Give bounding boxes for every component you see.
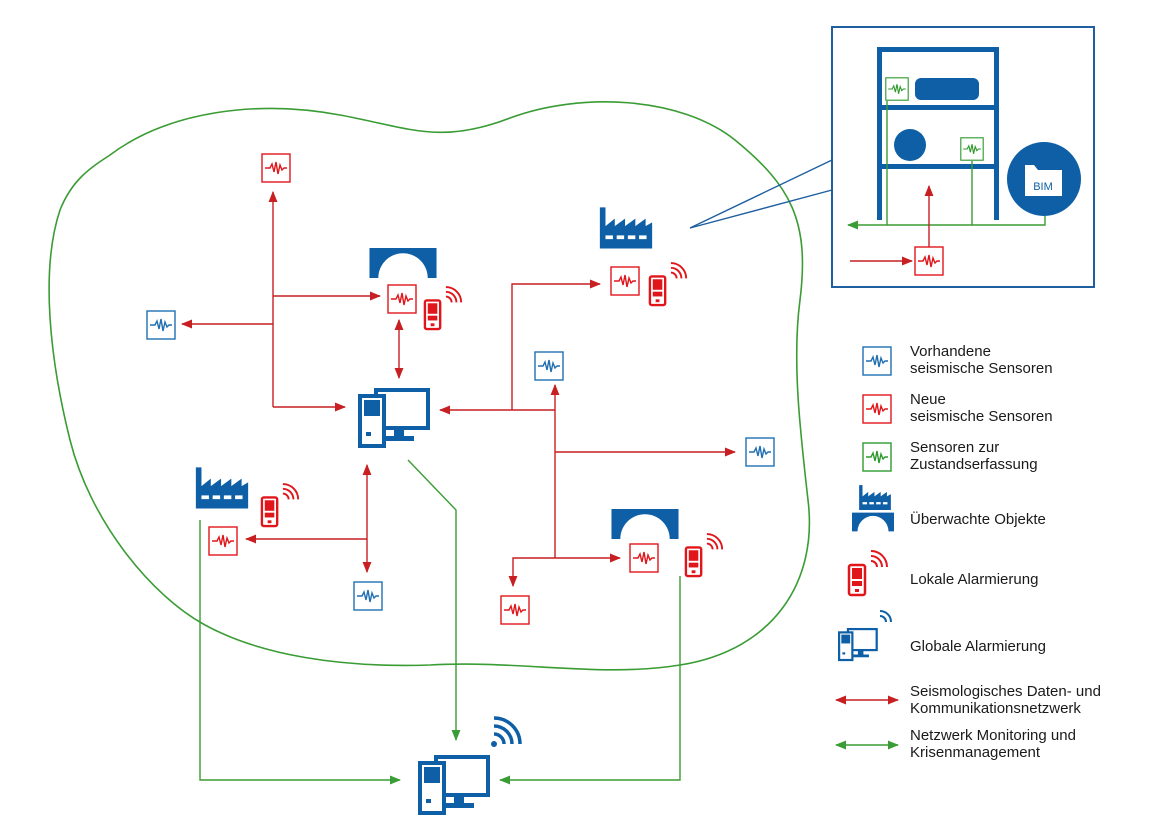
legend-label: Netzwerk Monitoring und	[910, 727, 1076, 744]
legend-label: seismische Sensoren	[910, 408, 1053, 425]
legend-label: Vorhandene	[910, 343, 991, 360]
bridge-icon	[369, 248, 437, 278]
legend-existing-sensor-icon	[862, 346, 892, 376]
legend-wifi-icon	[879, 610, 892, 623]
legend-new-sensor-icon	[862, 394, 892, 424]
inset-panel: BIM	[831, 26, 1095, 288]
factory-icon	[195, 467, 249, 509]
factory-icon	[599, 207, 653, 249]
computer-alarm-icon	[358, 388, 430, 448]
existing-sensor-icon	[534, 351, 564, 381]
bridge-icon	[611, 509, 679, 539]
legend-global-alarm: Globale Alarmierung	[910, 638, 1046, 655]
phone-alarm-icon	[423, 286, 463, 331]
legend-factory-icon	[859, 485, 891, 511]
new-sensor-icon	[387, 284, 417, 314]
legend-monitoring-network: Netzwerk Monitoring und Krisenmanagement	[910, 727, 1076, 761]
phone-alarm-icon	[648, 262, 688, 307]
existing-sensor-icon	[146, 310, 176, 340]
existing-sensor-icon	[745, 437, 775, 467]
new-sensor-icon	[500, 595, 530, 625]
legend-label: Neue	[910, 391, 946, 408]
condition-sensor-icon	[960, 137, 984, 161]
region-boundary	[48, 101, 811, 671]
seismic-network	[180, 190, 737, 588]
new-sensor-icon	[208, 526, 238, 556]
callout-line	[689, 159, 833, 229]
legend-computer-alarm-icon	[838, 627, 878, 662]
existing-sensor-icon	[353, 581, 383, 611]
bim-label: BIM	[1033, 181, 1053, 193]
computer-alarm-icon	[420, 757, 488, 813]
monitoring-network	[199, 459, 681, 785]
legend-label: Krisenmanagement	[910, 744, 1041, 761]
legend-label: Sensoren zur	[910, 439, 1000, 456]
legend-condition-sensors: Sensoren zur Zustandserfassung	[910, 439, 1038, 473]
legend-local-alarm: Lokale Alarmierung	[910, 571, 1039, 588]
new-sensor-icon	[261, 153, 291, 183]
callout-line	[689, 189, 833, 229]
legend-label: Zustandserfassung	[910, 456, 1038, 473]
folder-icon	[1025, 165, 1062, 196]
legend-phone-alarm-icon	[847, 549, 889, 597]
phone-alarm-icon	[684, 533, 724, 578]
new-sensor-icon	[914, 246, 944, 276]
legend-existing-sensors: Vorhandene seismische Sensoren	[910, 343, 1053, 377]
wifi-icon	[491, 716, 522, 747]
legend-label: seismische Sensoren	[910, 360, 1053, 377]
legend-label: Kommunikationsnetzwerk	[910, 700, 1081, 717]
legend-condition-sensor-icon	[862, 442, 892, 472]
legend-label: Seismologisches Daten- und	[910, 683, 1101, 700]
condition-sensor-icon	[885, 77, 909, 101]
legend-bridge-icon	[852, 512, 894, 532]
new-sensor-icon	[629, 543, 659, 573]
new-sensor-icon	[610, 266, 640, 296]
legend-seismic-network: Seismologisches Daten- und Kommunikation…	[910, 683, 1101, 717]
legend-monitored-objects: Überwachte Objekte	[910, 511, 1046, 528]
legend-new-sensors: Neue seismische Sensoren	[910, 391, 1053, 425]
phone-alarm-icon	[260, 483, 300, 528]
